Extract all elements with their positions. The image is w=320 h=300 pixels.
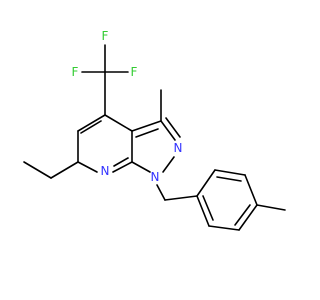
bonds <box>23 44 286 231</box>
bond-benz-6-1-double <box>202 195 214 221</box>
bond-c3-n2 <box>160 120 176 141</box>
atom-f-left: F <box>72 65 79 79</box>
bond-c4-c5 <box>77 114 106 132</box>
bond-benz-6-1 <box>196 195 210 227</box>
bond-benz-2-3 <box>214 169 246 176</box>
bond-c3a-c4 <box>104 114 133 132</box>
atom-labels: F F F N N N <box>72 29 183 184</box>
bond-c6-n7 <box>77 161 98 173</box>
bond-benz-4-5 <box>238 204 258 231</box>
bond-benz-methyl <box>256 204 286 211</box>
bond-n2-n1 <box>162 156 175 173</box>
atom-n-pyridine: N <box>101 164 110 178</box>
molecule-structure-diagram: F F F N N N <box>23 29 286 231</box>
bond-n7-c7a <box>112 161 133 173</box>
bond-benz-3-4 <box>244 174 258 206</box>
bond-ch2-benzene <box>164 195 198 201</box>
bond-benz-1-2 <box>196 169 216 197</box>
bond-benz-4-5-double <box>234 204 251 226</box>
bond-ch2-ch3 <box>23 161 52 179</box>
bond-benz-5-6 <box>208 225 240 231</box>
bond-c6-ch2 <box>50 161 79 179</box>
bond-n1-c7a <box>131 161 151 173</box>
bond-c3a-c3-inner <box>135 128 159 138</box>
bond-n7-c7a-double <box>113 157 129 167</box>
atom-f-top: F <box>102 29 109 43</box>
bond-benz-2-3-double <box>216 176 242 182</box>
atom-n-pyrazole-1: N <box>151 170 160 184</box>
atom-f-right: F <box>131 65 138 79</box>
bond-c3-n2-double <box>165 117 181 138</box>
bond-c3a-c3 <box>131 120 162 132</box>
atom-n-pyrazole-2: N <box>174 141 183 155</box>
bond-n1-ch2 <box>156 184 166 201</box>
bond-c4-c5-double <box>80 120 102 134</box>
